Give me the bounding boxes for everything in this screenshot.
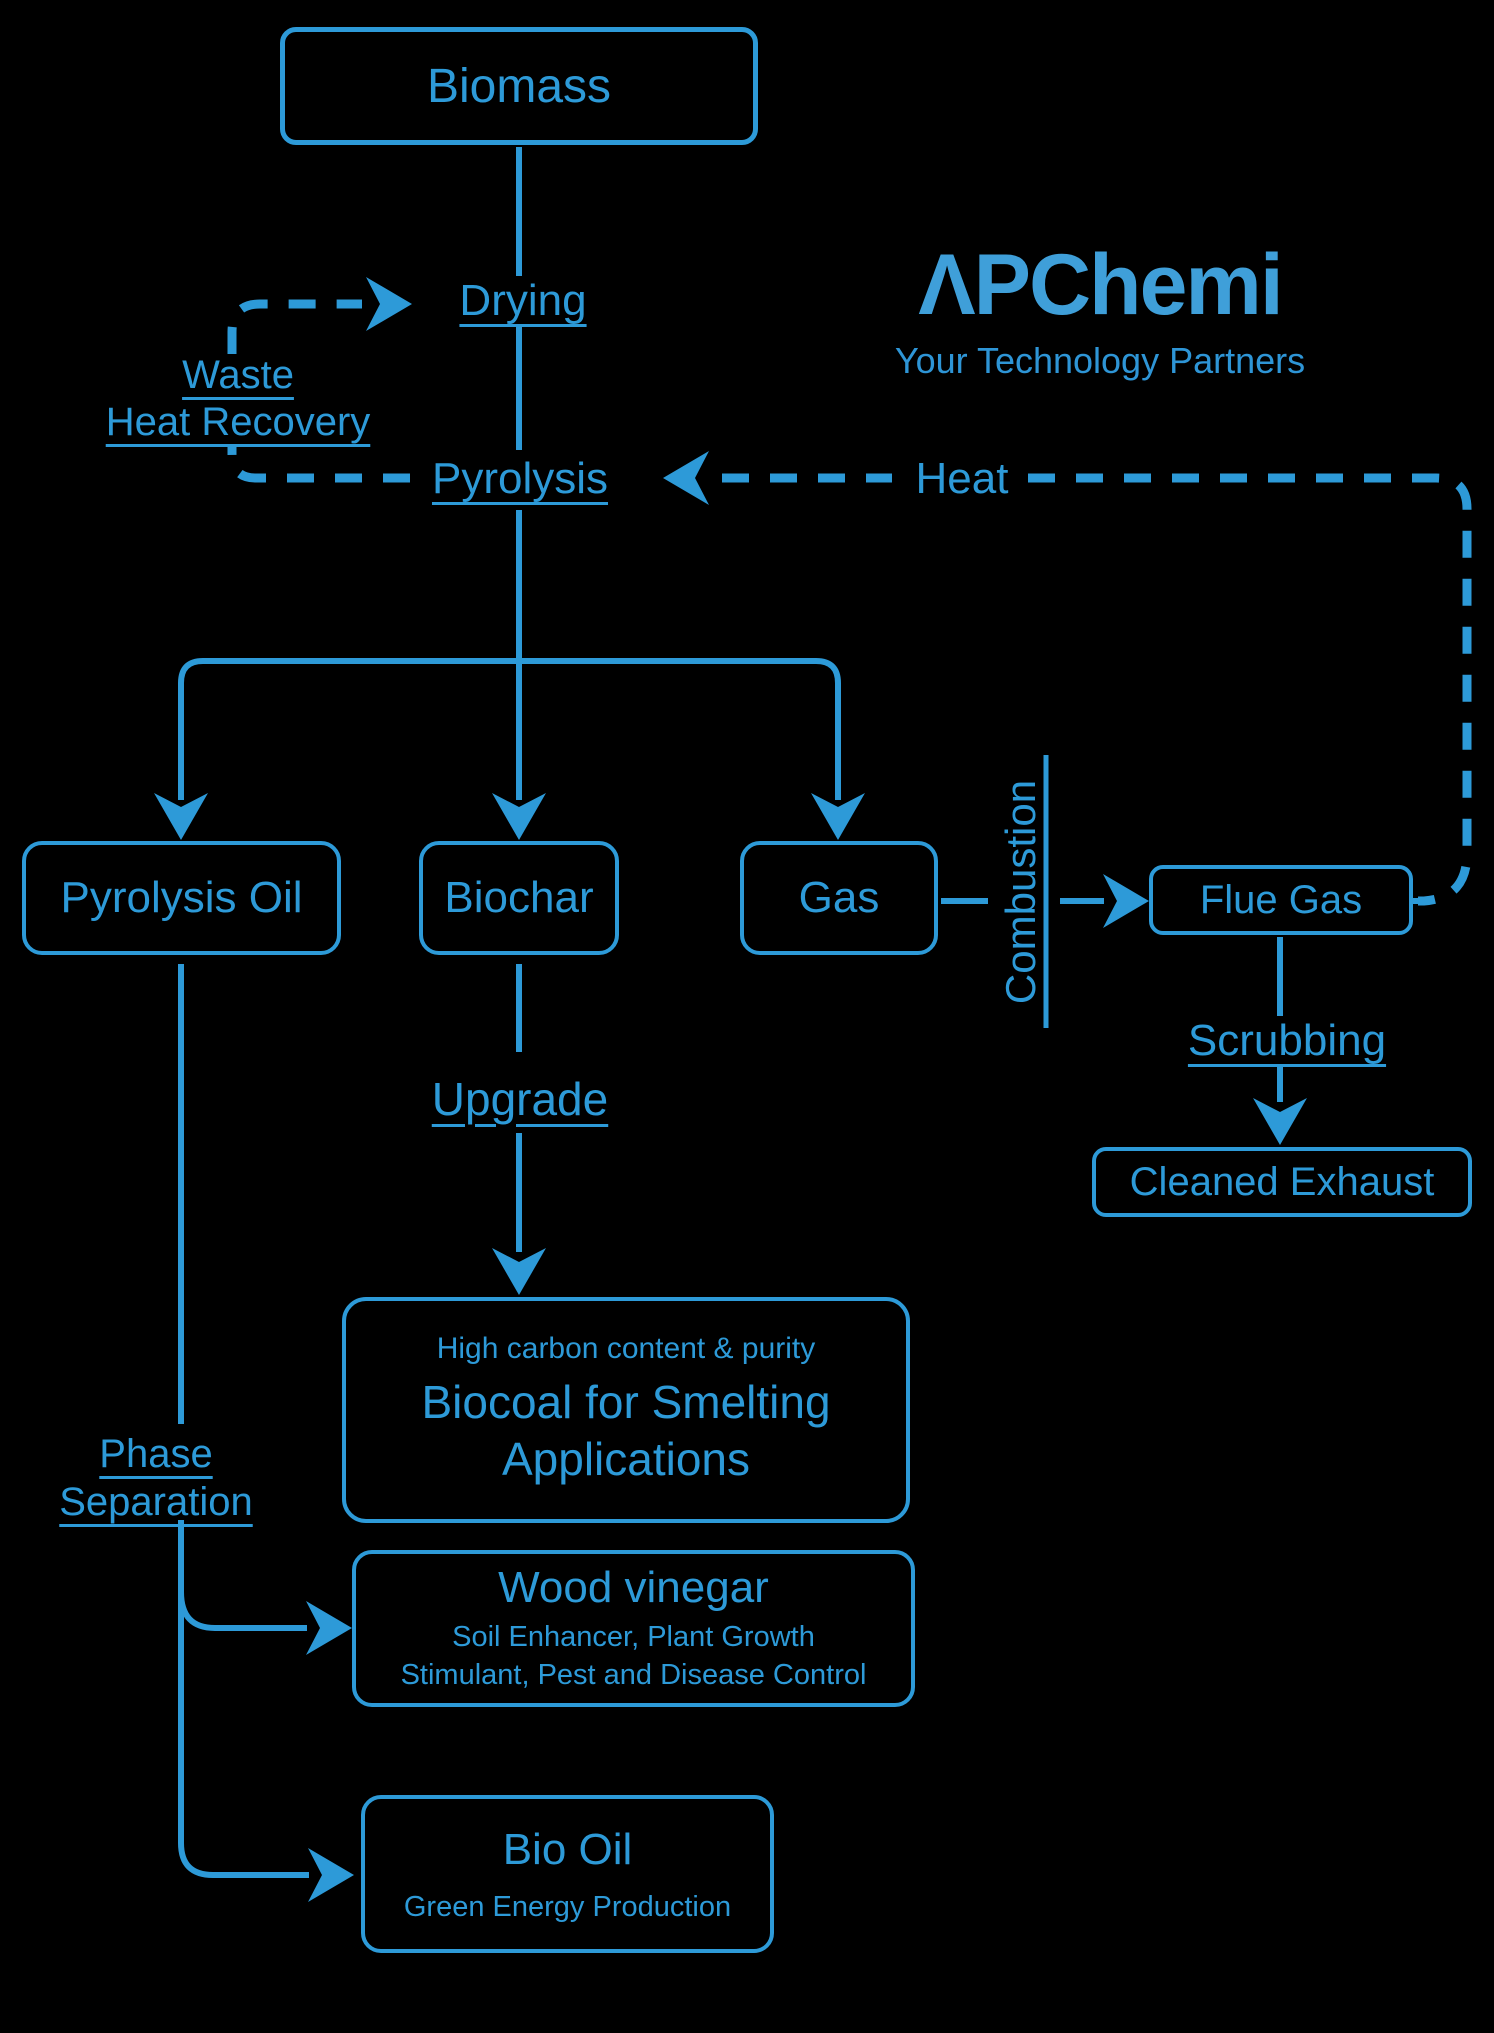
arrowhead-cleaned-exhaust bbox=[1253, 1098, 1307, 1145]
apchemi-logo: ΛPChemi bbox=[918, 237, 1284, 333]
arrowhead-bio-oil bbox=[308, 1848, 354, 1902]
label-scrubbing: Scrubbing bbox=[1187, 1016, 1387, 1065]
label-drying: Drying bbox=[459, 276, 587, 325]
arrowhead-gas bbox=[811, 793, 865, 840]
node-cleaned-exhaust-label: Cleaned Exhaust bbox=[1129, 1159, 1435, 1204]
label-phase-separation: Phase Separation bbox=[59, 1432, 253, 1524]
node-bio-oil-subtitle: Green Energy Production bbox=[403, 1890, 732, 1923]
node-pyrolysis-oil-label: Pyrolysis Oil bbox=[60, 873, 303, 922]
node-wood-vinegar-title: Wood vinegar bbox=[498, 1562, 769, 1612]
node-biochar-label: Biochar bbox=[444, 873, 594, 922]
logo-tagline: Your Technology Partners bbox=[894, 340, 1306, 381]
label-pyrolysis: Pyrolysis bbox=[431, 454, 609, 503]
label-heat: Heat bbox=[915, 454, 1009, 503]
node-flue-gas: Flue Gas bbox=[1149, 865, 1413, 935]
node-biomass: Biomass bbox=[280, 27, 758, 145]
connector-phase-woodvinegar bbox=[178, 1591, 307, 1631]
arrowhead-flue-gas bbox=[1103, 874, 1149, 928]
node-biomass-label: Biomass bbox=[426, 59, 612, 113]
connector-phase-biooil bbox=[178, 1520, 309, 1878]
node-biochar: Biochar bbox=[419, 841, 619, 955]
node-cleaned-exhaust: Cleaned Exhaust bbox=[1092, 1147, 1472, 1217]
node-wood-vinegar: Wood vinegar Soil Enhancer, Plant Growth… bbox=[352, 1550, 915, 1707]
node-biocoal-subtitle: High carbon content & purity bbox=[436, 1331, 816, 1365]
label-waste-heat-recovery: Waste Heat Recovery bbox=[105, 353, 371, 445]
connector-branch bbox=[178, 658, 841, 800]
node-pyrolysis-oil: Pyrolysis Oil bbox=[22, 841, 341, 955]
arrowhead-biochar bbox=[492, 793, 546, 840]
node-flue-gas-label: Flue Gas bbox=[1199, 877, 1363, 922]
node-biocoal-title: Biocoal for Smelting Applications bbox=[421, 1375, 831, 1486]
arrowhead-pyrolysis-oil bbox=[154, 793, 208, 840]
label-upgrade: Upgrade bbox=[431, 1073, 609, 1125]
node-wood-vinegar-subtitle: Soil Enhancer, Plant Growth Stimulant, P… bbox=[400, 1620, 867, 1691]
arrowhead-biocoal bbox=[492, 1248, 546, 1295]
node-gas: Gas bbox=[740, 841, 938, 955]
node-bio-oil-title: Bio Oil bbox=[502, 1824, 633, 1874]
arrowhead-pyrolysis-heat bbox=[663, 451, 709, 505]
dashed-pyrolysis-wasteheat bbox=[227, 446, 410, 483]
dashed-heat-fluegas bbox=[1028, 473, 1472, 906]
node-bio-oil: Bio Oil Green Energy Production bbox=[361, 1795, 774, 1953]
dashed-wasteheat-drying bbox=[227, 299, 362, 354]
node-gas-label: Gas bbox=[798, 873, 880, 922]
arrowhead-wood-vinegar bbox=[306, 1601, 352, 1655]
arrowhead-drying bbox=[366, 277, 412, 331]
node-biocoal: High carbon content & purity Biocoal for… bbox=[342, 1297, 910, 1523]
label-combustion: Combustion bbox=[997, 779, 1044, 1005]
